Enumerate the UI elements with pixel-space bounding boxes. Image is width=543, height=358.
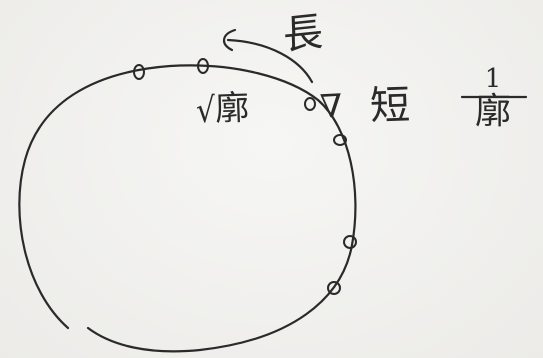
marker-icon xyxy=(343,235,357,249)
sqrt-symbol: √ xyxy=(195,90,216,132)
fraction-numerator: 1 xyxy=(484,64,502,94)
sqrt-radicand: 廓 xyxy=(214,88,250,130)
marker-icon xyxy=(327,281,341,295)
arrowhead-icon xyxy=(223,28,237,52)
fraction-denominator: 廓 xyxy=(474,91,511,132)
label-short: 短 xyxy=(369,82,411,130)
label-long: 長 xyxy=(282,8,324,60)
marker-icon xyxy=(197,58,209,74)
marker-icon xyxy=(333,134,347,146)
label-sqrt-expression: √廓 xyxy=(195,88,250,132)
marker-icon xyxy=(133,64,145,80)
curved-arrow-icon xyxy=(226,38,314,84)
direction-mark: ∇ xyxy=(319,86,344,126)
fraction-expression: 1 廓 xyxy=(458,66,528,130)
hand-drawn-circle xyxy=(18,64,357,353)
marker-icon xyxy=(304,97,316,111)
